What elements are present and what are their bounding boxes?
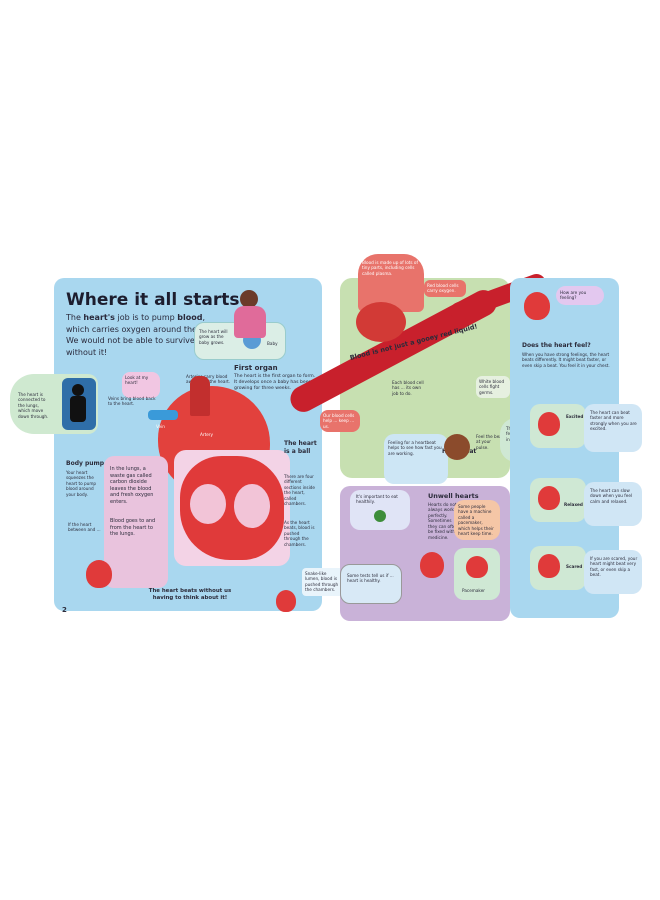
relaxed-heart [538, 486, 560, 510]
lungs-flap[interactable]: In the lungs, a waste gas called carbon … [104, 456, 168, 588]
lungs-text: In the lungs, a waste gas called carbon … [110, 466, 154, 505]
heart-mascot-left [86, 560, 112, 588]
page-title: Where it all starts [66, 290, 240, 310]
aorta-vessel [190, 376, 210, 416]
relaxed-card[interactable]: Relaxed [530, 478, 586, 522]
vein-label: Vein [156, 424, 165, 429]
pacemaker-note: Some people have a machine called a pace… [454, 500, 500, 540]
book-spread: Where it all starts The heart's job is t… [10, 254, 642, 624]
runner-flap[interactable]: The heart is connected to the lungs, whi… [10, 374, 98, 434]
heartbeat-flap[interactable]: Feeling for a heartbeat helps to see how… [384, 434, 448, 484]
runner-body [70, 396, 86, 422]
child-illustration [444, 434, 470, 460]
unwell-heading: Unwell hearts [428, 492, 479, 500]
mother-body [234, 306, 266, 338]
vein-vessel [148, 410, 178, 420]
heart-beats-caption: The heart beats without us having to thi… [148, 588, 232, 601]
blood-parts-bubble: Blood is made up of lots of tiny parts, … [358, 254, 424, 312]
bottom-note: Snake-like lumen, blood is pushed throug… [302, 568, 344, 596]
first-organ-text: The heart is the first organ to form. It… [234, 374, 316, 391]
apple-flap[interactable]: It's important to eat healthily. [350, 490, 410, 530]
veins-label: Veins bring blood back to the heart. [108, 396, 156, 407]
lungs-text-2: Blood goes to and from the heart to the … [110, 518, 156, 537]
runner-head [72, 384, 84, 396]
relaxed-flap[interactable]: The heart can slow down when you feel ca… [584, 482, 642, 526]
scared-flap[interactable]: If you are scared, your heart might beat… [584, 550, 642, 594]
baby-tag: Baby [267, 341, 278, 346]
pacemaker-flap[interactable]: Pacemaker [454, 548, 500, 600]
white-cells-note: White blood cells fight germs. [476, 376, 510, 399]
heart-feel-heading: Does the heart feel? [522, 342, 591, 349]
beat-note: Feeling for a heartbeat helps to see how… [388, 440, 442, 456]
heart-mascot-small [276, 590, 296, 612]
baby-note: The heart will grow as the baby grows. [199, 329, 228, 345]
healthy-eating-note: It's important to eat healthily. [356, 494, 398, 505]
unwell-heart-mascot [420, 552, 444, 578]
artery-label: Artery [200, 432, 214, 437]
body-pump-heading: Body pump [66, 460, 105, 467]
mother-head [240, 290, 258, 308]
pulse-text: Feel the beat at your pulse. [476, 434, 504, 450]
right-heart-mascot [524, 292, 550, 320]
right-chamber [234, 484, 270, 528]
pacemaker-heart [466, 556, 488, 578]
runner-note: The heart is connected to the lungs, whi… [18, 392, 49, 419]
heart-ball-heading: The heart is a ball [284, 440, 317, 455]
look-bubble: Look at my heart! [122, 372, 160, 398]
excited-flap[interactable]: The heart can beat faster and more stron… [584, 404, 642, 452]
heart-ball-text-2: As the heart beats, blood is pushed thro… [284, 520, 315, 547]
excited-tag: Excited [566, 414, 584, 419]
heart-feel-text: When you have strong feelings, the heart… [522, 352, 610, 368]
small-blood-note: Each blood cell has ... its own job to d… [392, 380, 424, 396]
scared-tag: Scared [566, 564, 583, 569]
first-organ-heading: First organ [234, 364, 278, 372]
body-pump-text: Your heart squeezes the heart to pump bl… [66, 470, 97, 497]
heart-ball-text: There are four different sections inside… [284, 474, 315, 507]
apple-icon [374, 510, 386, 522]
intro-text: The heart's job is to pump blood, which … [66, 313, 221, 357]
pacemaker-tag: Pacemaker [462, 588, 486, 593]
unwell-text: Hearts do not always work perfectly. Som… [428, 502, 459, 540]
scared-card[interactable]: Scared [530, 546, 586, 590]
page-number-left: 2 [62, 606, 67, 614]
excited-card[interactable]: Excited [530, 404, 586, 448]
left-chamber [190, 484, 226, 524]
excited-heart [538, 412, 560, 436]
sick-note-flap[interactable]: Some tests tell us if ... heart is healt… [340, 564, 402, 604]
blood-cells-drop [356, 302, 406, 342]
relaxed-tag: Relaxed [564, 502, 583, 507]
baby-flap[interactable]: The heart will grow as the baby grows. B… [194, 322, 286, 360]
red-cells-note: Red blood cells carry oxygen. [424, 280, 466, 297]
feeling-bubble: How are you feeling? [556, 286, 604, 305]
cuts-bubble: Our blood cells help ... keep ... us. [320, 410, 360, 433]
if-heart-text: If the heart between and ... [68, 522, 101, 533]
scared-heart [538, 554, 560, 578]
